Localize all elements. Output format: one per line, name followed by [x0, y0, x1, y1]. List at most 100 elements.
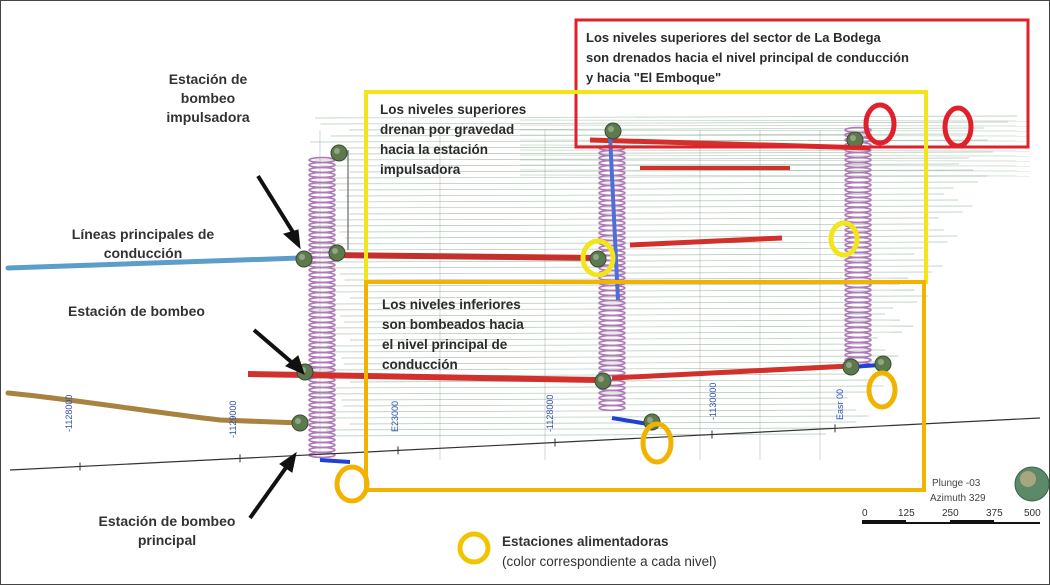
shaft-coil: [844, 296, 872, 304]
feeder-ring-icon: [457, 531, 491, 565]
callout-line: Los niveles superiores: [380, 102, 527, 117]
legend-title: Estaciones alimentadoras: [502, 534, 669, 549]
level-line: [519, 174, 1031, 177]
level-line: [349, 169, 974, 173]
shaft-coil: [308, 396, 336, 404]
level-line: [519, 164, 1031, 167]
scale-tick-250: 250: [942, 508, 959, 519]
shaft-coil: [308, 431, 336, 439]
plunge-readout: Plunge -03: [932, 478, 981, 489]
shaft-coil: [844, 291, 872, 299]
legend-subtitle: (color correspondiente a cada nivel): [502, 554, 717, 569]
shaft-coil: [844, 161, 872, 169]
shaft-coil: [598, 314, 626, 322]
shaft-coil: [844, 171, 872, 179]
station-sphere-highlight: [608, 126, 614, 132]
shaft-coil: [308, 436, 336, 444]
callout-line: son bombeados hacia: [382, 317, 524, 332]
shaft-coil: [844, 181, 872, 189]
grid-label: Easr 00: [835, 388, 845, 420]
grid-label: -1128000: [64, 394, 74, 432]
shaft-coil: [308, 176, 336, 184]
feeder-ring-icon: [828, 220, 860, 258]
shaft-coil: [308, 171, 336, 179]
shaft-coil: [844, 261, 872, 269]
shaft-coil: [308, 386, 336, 394]
grid-label: E23000: [390, 400, 400, 432]
shaft-coil: [308, 351, 336, 359]
shaft-coil: [598, 399, 626, 407]
shaft-coil: [308, 346, 336, 354]
shaft-coil: [598, 349, 626, 357]
shaft-coil: [308, 276, 336, 284]
feeder-ring-icon: [640, 421, 674, 465]
shaft-coil: [308, 321, 336, 329]
feeder-ring-icon: [334, 464, 370, 504]
shaft-coil: [308, 331, 336, 339]
level-line: [519, 159, 1031, 162]
shaft-coil: [598, 339, 626, 347]
shaft-coil: [308, 446, 336, 454]
shaft-coil: [308, 281, 336, 289]
shaft-coil: [598, 354, 626, 362]
orange-lower-box: [364, 280, 926, 492]
level-line: [519, 149, 1031, 152]
shaft-coil: [844, 311, 872, 319]
section-baseline: [9, 417, 1041, 471]
shaft-coil: [598, 229, 626, 237]
label-estacion-bombeo: Estación de bombeo: [68, 303, 205, 319]
feeder-rings: [334, 102, 974, 504]
grid-label: -1128000: [545, 394, 555, 432]
shaft-coil: [308, 236, 336, 244]
blue-connector-1: [319, 458, 351, 464]
shaft-coil: [308, 206, 336, 214]
shaft-coil: [598, 309, 626, 317]
shaft-coil: [308, 166, 336, 174]
red-callout-box: [574, 18, 1030, 149]
shaft-coil: [308, 361, 336, 369]
label-line: principal: [137, 532, 197, 548]
shaft-coil: [308, 301, 336, 309]
feeder-ring-icon: [942, 105, 974, 149]
label-line: Estación de bombeo: [98, 513, 236, 529]
shaft-coil: [308, 341, 336, 349]
shaft-coil: [598, 344, 626, 352]
shaft-coil: [308, 221, 336, 229]
shaft-coil: [844, 331, 872, 339]
level-line: [324, 415, 869, 419]
station-sphere-highlight: [850, 135, 856, 141]
blue-shaft-segment: [608, 134, 620, 301]
level-line: [327, 343, 871, 347]
shaft-coil: [844, 306, 872, 314]
blue-conduction-pipe: [5, 255, 303, 271]
label-line: conducción: [103, 245, 183, 261]
arrow-icon: [279, 451, 297, 473]
callout-line: y hacia "El Emboque": [586, 70, 722, 85]
level-line: [329, 217, 939, 221]
callout-line: Los niveles inferiores: [382, 297, 521, 312]
shaft-coil: [308, 326, 336, 334]
callout-line: son drenados hacia el nivel principal de…: [586, 50, 909, 65]
arrow-icon: [248, 460, 292, 520]
level-line: [343, 361, 887, 365]
level-line: [519, 124, 1031, 127]
level-line: [321, 205, 973, 209]
callout-line: drenan por gravedad: [380, 122, 515, 137]
shaft-coil: [308, 271, 336, 279]
shaft-coil: [308, 356, 336, 364]
shaft-coil: [598, 284, 626, 292]
label-line: impulsadora: [166, 109, 250, 125]
level-line: [343, 403, 841, 407]
scale-tick-375: 375: [986, 508, 1003, 519]
level-line: [339, 271, 933, 275]
shaft-coil: [308, 231, 336, 239]
shaft-coil: [308, 336, 336, 344]
level-line: [311, 391, 872, 395]
level-line: [349, 295, 928, 299]
callout-line: Los niveles superiores del sector de La …: [586, 30, 881, 45]
level-line: [310, 181, 978, 185]
label-impulsadora: Estación de bombeo impulsadora: [148, 70, 268, 127]
level-line: [349, 421, 857, 425]
shaft-coil: [308, 241, 336, 249]
shaft-coil: [308, 211, 336, 219]
